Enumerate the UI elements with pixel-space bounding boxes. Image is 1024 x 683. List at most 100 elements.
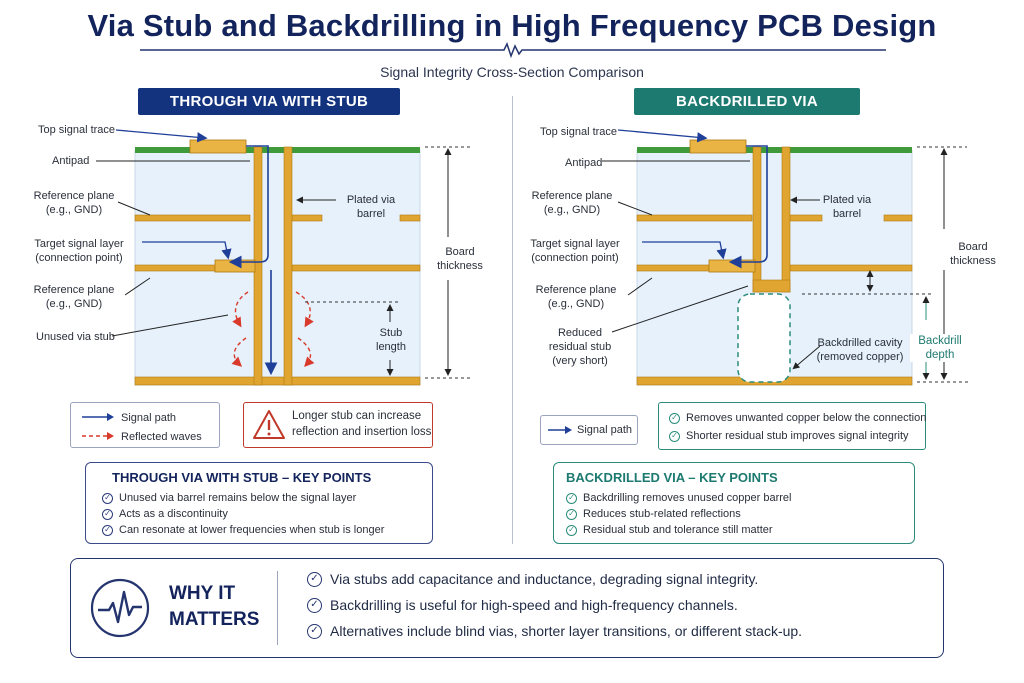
left-label-stub-line2: length: [376, 341, 406, 353]
right-key-point-1: Reduces stub-related reflections: [583, 508, 741, 520]
right-label-board-thickness: Board thickness: [940, 240, 1006, 268]
check-icon: ✓: [669, 430, 680, 442]
right-label-plated-barrel: Plated via barrel: [812, 193, 882, 221]
list-item: ✓ Residual stub and tolerance still matte…: [566, 522, 792, 538]
right-label-plated-barrel-line1: Plated via: [822, 194, 872, 206]
right-key-points-title: BACKDRILLED VIA – KEY POINTS: [566, 470, 778, 485]
right-label-reduced-stub: Reduced residual stub (very short): [530, 326, 630, 368]
right-benefit-0: Removes unwanted copper below the connec…: [686, 412, 927, 424]
left-label-antipad: Antipad: [52, 155, 90, 167]
right-label-target-layer-line1: Target signal layer: [530, 238, 620, 250]
right-label-cavity-line2: (removed copper): [816, 351, 904, 363]
legend-signal-path-label: Signal path: [121, 412, 177, 424]
right-key-points: BACKDRILLED VIA – KEY POINTS ✓Backdrilli…: [553, 462, 915, 544]
left-key-points-title: THROUGH VIA WITH STUB – KEY POINTS: [112, 470, 372, 485]
right-key-point-2: Residual stub and tolerance still matter: [583, 524, 773, 536]
list-item: ✓ Via stubs add capacitance and inductanc…: [307, 569, 802, 589]
reflected-waves-legend-icon: [82, 432, 114, 440]
left-label-unused-stub: Unused via stub: [36, 331, 115, 343]
right-label-board-line1: Board: [958, 241, 988, 253]
why-divider: [277, 571, 278, 645]
warning-icon: [253, 410, 285, 439]
right-label-reduced-line2: residual stub: [548, 341, 612, 353]
legend-reflected-label: Reflected waves: [121, 431, 202, 443]
left-label-ref-plane-2: Reference plane (e.g., GND): [14, 283, 134, 311]
list-item: ✓ Reduces stub-related reflections: [566, 506, 792, 522]
warning-line-2: reflection and insertion loss: [292, 426, 432, 438]
left-label-plated-barrel: Plated via barrel: [336, 193, 406, 221]
title-underline: [140, 42, 886, 58]
why-item-0: Via stubs add capacitance and inductance…: [330, 571, 759, 587]
right-label-ref-plane-1-line1: Reference plane: [531, 190, 613, 202]
list-item: ✓ Alternatives include blind vias, shorte…: [307, 621, 802, 641]
center-divider: [512, 96, 513, 544]
list-item: ✓Removes unwanted copper below the conne…: [669, 409, 926, 427]
signal-path-legend-icon: [548, 426, 572, 434]
left-label-board-line1: Board: [445, 246, 475, 258]
right-label-cavity: Backdrilled cavity (removed copper): [808, 336, 912, 364]
left-key-points-list: ✓Unused via barrel remains below the sig…: [102, 490, 384, 538]
left-banner: THROUGH VIA WITH STUB: [138, 88, 400, 115]
check-icon: ✓: [307, 623, 322, 639]
right-banner: BACKDRILLED VIA: [634, 88, 860, 115]
left-legend: Signal path Reflected waves: [70, 402, 220, 448]
right-label-target-layer-line2: (connection point): [531, 252, 619, 264]
right-label-reduced-line3: (very short): [552, 355, 608, 367]
left-label-ref-plane-1-line2: (e.g., GND): [45, 204, 103, 216]
list-item: ✓ Can resonate at lower frequencies when …: [102, 522, 384, 538]
right-key-points-list: ✓Backdrilling removes unused copper barr…: [566, 490, 792, 538]
left-label-ref-plane-2-line1: Reference plane: [33, 284, 115, 296]
left-label-stub-length: Stub length: [368, 326, 414, 354]
right-label-antipad: Antipad: [565, 157, 603, 169]
right-benefit-1: Shorter residual stub improves signal in…: [686, 430, 909, 442]
right-label-backdrill-line2: depth: [925, 349, 955, 361]
why-item-1: Backdrilling is useful for high-speed an…: [330, 597, 738, 613]
check-icon: ✓: [307, 571, 322, 587]
why-title-line2: MATTERS: [169, 609, 260, 630]
left-label-plated-barrel-line2: barrel: [356, 208, 386, 220]
right-label-reduced-line1: Reduced: [557, 327, 603, 339]
left-label-target-layer: Target signal layer (connection point): [14, 237, 144, 265]
left-key-point-2: Can resonate at lower frequencies when s…: [119, 524, 385, 536]
check-icon: ✓: [566, 492, 577, 504]
right-label-plated-barrel-line2: barrel: [832, 208, 862, 220]
check-icon: ✓: [102, 508, 113, 520]
right-label-ref-plane-2-line2: (e.g., GND): [547, 298, 605, 310]
right-legend: Signal path: [540, 415, 638, 445]
why-item-2: Alternatives include blind vias, shorter…: [330, 623, 803, 639]
right-label-ref-plane-2: Reference plane (e.g., GND): [516, 283, 636, 311]
left-label-stub-line1: Stub: [379, 327, 403, 339]
warning-line-1: Longer stub can increase: [292, 410, 422, 422]
check-icon: ✓: [566, 508, 577, 520]
right-benefits-list: ✓ Removes unwanted copper below the conne…: [669, 409, 926, 445]
check-icon: ✓: [307, 597, 322, 613]
list-item: ✓Unused via barrel remains below the sig…: [102, 490, 384, 506]
left-label-ref-plane-1: Reference plane (e.g., GND): [14, 189, 134, 217]
left-warning: Longer stub can increase reflection and …: [243, 402, 433, 448]
right-benefits: ✓ Removes unwanted copper below the conne…: [658, 402, 926, 450]
right-legend-signal-path-label: Signal path: [577, 424, 633, 436]
right-label-ref-plane-1-line2: (e.g., GND): [543, 204, 601, 216]
left-label-plated-barrel-line1: Plated via: [346, 194, 396, 206]
right-label-backdrill-depth: Backdrill depth: [910, 334, 970, 362]
page-title: Via Stub and Backdrilling in High Freque…: [87, 8, 937, 43]
why-it-matters-panel: WHY IT MATTERS ✓ Via stubs add capacitanc…: [70, 558, 944, 658]
list-item: ✓ Shorter residual stub improves signal i…: [669, 427, 926, 445]
left-label-ref-plane-1-line1: Reference plane: [33, 190, 115, 202]
left-label-target-layer-line1: Target signal layer: [34, 238, 124, 250]
left-label-top-trace: Top signal trace: [38, 124, 116, 136]
signal-path-legend-icon: [82, 413, 114, 421]
list-item: ✓Backdrilling removes unused copper barr…: [566, 490, 792, 506]
left-label-target-layer-line2: (connection point): [35, 252, 123, 264]
check-icon: ✓: [566, 524, 577, 536]
right-label-top-trace: Top signal trace: [540, 126, 618, 138]
left-key-point-1: Acts as a discontinuity: [119, 508, 228, 520]
check-icon: ✓: [102, 492, 113, 504]
right-label-ref-plane-1: Reference plane (e.g., GND): [512, 189, 632, 217]
left-key-points: THROUGH VIA WITH STUB – KEY POINTS ✓Unus…: [85, 462, 433, 544]
check-icon: ✓: [102, 524, 113, 536]
page-subtitle: Signal Integrity Cross-Section Compariso…: [380, 64, 644, 80]
why-title-line1: WHY IT: [169, 583, 236, 604]
right-label-ref-plane-2-line1: Reference plane: [535, 284, 617, 296]
left-label-board-thickness: Board thickness: [430, 245, 490, 273]
